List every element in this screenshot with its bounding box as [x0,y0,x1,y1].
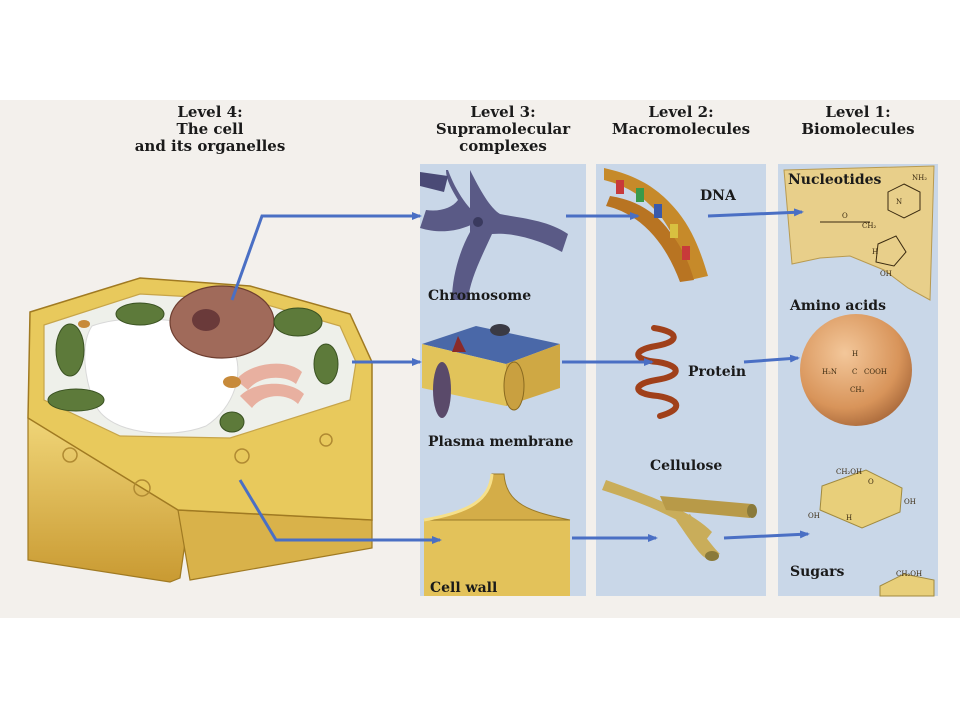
label-nucleotides: Nucleotides [788,172,882,188]
dna-illustration [604,168,708,282]
diagram-art: NH₂ N O CH₂ OH H H H₂N C COOH CH₃ CH₂OH … [27,165,935,597]
label-plasma-membrane: Plasma membrane [428,434,574,450]
amino-ch3-label: CH₃ [850,386,864,394]
amino-acid-illustration: H H₂N C COOH CH₃ [800,314,912,426]
sugar-illustration: CH₂OH CH₂OH OH OH O H [808,468,935,597]
label-chromosome: Chromosome [428,288,532,304]
label-cellulose: Cellulose [650,458,723,474]
arrow-cell-to-wall [238,479,442,544]
heading-level4-line3: and its organelles [134,137,286,155]
label-protein: Protein [688,364,747,380]
cellulose-illustration [602,480,757,561]
plasma-membrane-illustration [422,324,560,418]
amino-cooh-label: COOH [864,368,887,376]
heading-level2-line2: Macromolecules [611,120,751,138]
label-sugars: Sugars [790,564,845,580]
sugar-oh-label: OH [808,512,820,520]
heading-level4-line2: The cell [176,120,244,138]
heading-level3-line3: complexes [459,137,547,155]
heading-level1: Level 1: Biomolecules [778,104,938,138]
plant-cell [27,277,373,583]
nucleotide-h-label: H [872,248,878,256]
chromosome-illustration [420,170,568,300]
nucleotide-n-label: N [896,198,902,206]
cell-wall-illustration [423,473,571,596]
heading-level3-line2: Supramolecular [435,120,571,138]
sugar-oh-label-2: OH [904,498,916,506]
nucleotide-oh-label: OH [880,270,892,278]
heading-level4: Level 4: The cell and its organelles [120,104,300,155]
heading-level4-line1: Level 4: [177,103,243,121]
label-amino-acids: Amino acids [790,298,886,314]
heading-level1-line2: Biomolecules [801,120,915,138]
label-dna: DNA [700,188,736,204]
heading-level2-line1: Level 2: [648,103,714,121]
nucleotide-o-label: O [842,212,848,220]
figure: Level 4: The cell and its organelles Lev… [0,100,960,618]
arrow-protein-to-amino-acids [743,354,800,364]
amino-c-label: C [852,368,857,376]
sugar-h-label: H [846,514,852,522]
sugar-ch2oh-label: CH₂OH [836,468,862,476]
nucleotide-illustration: NH₂ N O CH₂ OH H [783,165,935,301]
flow-arrows [230,208,810,544]
arrow-dna-to-nucleotides [707,208,804,218]
heading-level2: Level 2: Macromolecules [596,104,766,138]
amino-h-label: H [852,350,858,358]
heading-level3: Level 3: Supramolecular complexes [420,104,586,155]
amino-h2n-label: H₂N [822,368,837,376]
protein-illustration [635,325,680,419]
nucleotide-nh2-label: NH₂ [912,174,927,182]
nucleotide-ch2-label: CH₂ [862,222,876,230]
heading-level3-line1: Level 3: [470,103,536,121]
heading-level1-line1: Level 1: [825,103,891,121]
arrow-cell-to-chromosome [230,212,422,301]
sugar-ch2oh-label-2: CH₂OH [896,570,922,578]
sugar-o-label: O [868,478,874,486]
arrow-cellulose-to-sugars [723,530,810,540]
label-cell-wall: Cell wall [430,580,498,596]
